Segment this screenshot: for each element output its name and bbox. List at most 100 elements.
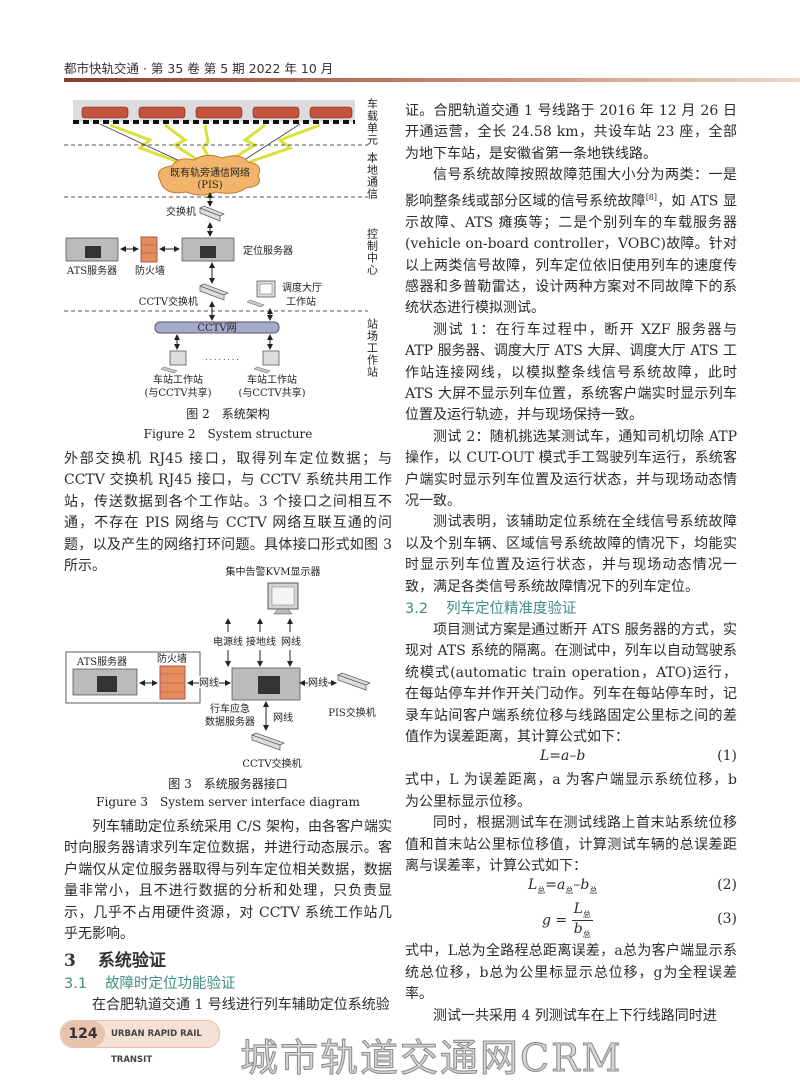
dispatch-workstation-label-sub: 工作站: [286, 295, 316, 308]
positioning-server-label: 定位服务器: [243, 244, 293, 257]
network-line-label: 网线: [308, 676, 328, 689]
pis-cloud: [158, 154, 261, 196]
firewall-icon: [159, 665, 186, 700]
train-icon: [252, 106, 300, 119]
right-paragraph-8: 同时，根据测试车在测试线路上首末站系统位移值和首末站公里标位移值，计算测试车辆的…: [405, 815, 737, 875]
cctv-switch-icon: [251, 732, 285, 751]
station-workstation-label-sub: (与CCTV共享): [239, 386, 306, 399]
station-workstation-label: 车站工作站: [153, 373, 203, 386]
train-icon: [309, 106, 353, 119]
figure-3-caption-en: Figure 3 System server interface diagram: [96, 795, 360, 809]
emergency-data-server-label: 行车应急: [210, 702, 250, 715]
station-workstation-icon: [253, 350, 280, 374]
text: ，如 ATS 显示故障、ATS 瘫痪等；二是个别列车的车载服务器(vehicle…: [405, 193, 737, 317]
eq-symbol: g =: [542, 912, 568, 929]
power-line-label: 电源线: [213, 635, 243, 648]
station-workstation-label-sub: (与CCTV共享): [145, 386, 212, 399]
positioning-server-icon: [181, 237, 235, 262]
network-line-label: 网线: [199, 676, 219, 689]
pis-switch-label: PIS交换机: [328, 706, 376, 719]
citation[interactable]: [8]: [645, 192, 658, 202]
switch-label: 交换机: [166, 205, 196, 218]
network-line-label: 网线: [273, 711, 293, 724]
equation-1: L=a–b (1): [405, 748, 737, 770]
station-workstation-icon: [160, 350, 187, 374]
section-3-heading: 3 系统验证: [64, 949, 392, 973]
right-paragraph-1: 证。合肥轨道交通 1 号线路于 2016 年 12 月 26 日开通运营，全长 …: [405, 103, 737, 162]
train-icons: [81, 106, 353, 119]
equation-number: (1): [717, 748, 737, 765]
zone-label-station-ws: 站场工作站: [366, 317, 379, 378]
pis-cloud-label: 既有轨旁通信网络: [170, 166, 250, 179]
train-icon: [195, 106, 243, 119]
section-number: 3: [64, 951, 76, 972]
cctv-switch-label: CCTV交换机: [139, 295, 198, 308]
eq-symbol: –b: [573, 877, 590, 894]
right-column: 证。合肥轨道交通 1 号线路于 2016 年 12 月 26 日开通运营，全长 …: [405, 101, 737, 1027]
section-title: 列车定位精准度验证: [446, 601, 577, 617]
firewall-label: 防火墙: [135, 264, 165, 277]
figure-2-caption-cn: 图 2 系统架构: [186, 406, 269, 421]
eq-subscript: 总: [565, 886, 574, 896]
right-paragraph-7: 式中，L 为误差距离，a 为客户端显示系统位移，b 为公里标显示位移。: [405, 772, 737, 810]
figure-2-system-structure: 车载单元 本地通信 控制中心 站场工作站 既有轨旁通信网络 (PIS) 交换机 …: [64, 97, 379, 441]
equation-2: L总=a总–b总(2): [405, 877, 737, 901]
eq-subscript: 总: [582, 930, 591, 940]
section-number: 3.1: [64, 976, 88, 993]
ats-server-label: ATS服务器: [76, 655, 127, 668]
right-paragraph-6: 项目测试方案是通过断开 ATS 服务器的方式，实现对 ATS 系统的隔离。在测试…: [405, 622, 737, 746]
figure-2-caption-en: Figure 2 System structure: [144, 427, 313, 441]
right-paragraph-4: 测试 2：随机挑选某测试车，通知司机切除 ATP 操作，以 CUT-OUT 模式…: [405, 428, 737, 509]
firewall-label: 防火墙: [157, 652, 187, 665]
station-workstation-label: 车站工作站: [247, 373, 297, 386]
firewall-icon: [140, 236, 158, 263]
cctv-network-label: CCTV网: [197, 322, 236, 334]
page-footer: 124 URBAN RAPID RAIL TRANSIT: [60, 1020, 220, 1065]
ats-server-icon: [72, 668, 138, 696]
header-rule: [64, 78, 800, 82]
right-paragraph-9: 式中，L总为全路程总距离误差，a总为客户端显示系统总位移，b总为公里标显示总位移…: [405, 943, 737, 1003]
zone-label-control-center: 控制中心: [366, 227, 379, 276]
watermark: 城市轨道交通网CRM: [240, 1036, 623, 1081]
kvm-display-label: 集中告警KVM显示器: [226, 565, 321, 578]
zone-label-local-comm: 本地通信: [366, 151, 379, 200]
switch-icon: [199, 205, 225, 222]
network-line-label: 网线: [281, 635, 301, 648]
right-paragraph-3: 测试 1：在行车过程中，断开 XZF 服务器与 ATP 服务器、调度大厅 ATS…: [405, 321, 737, 424]
ats-server-label: ATS服务器: [66, 264, 117, 277]
journal-name-en: URBAN RAPID RAIL TRANSIT: [111, 1029, 202, 1065]
cctv-switch-label: CCTV交换机: [242, 757, 301, 770]
figure-3-server-interface: 集中告警KVM显示器 电源线 接地线 网线 ATS服务器 防火墙 网线 网线 P…: [65, 565, 376, 809]
right-paragraph-2: 信号系统故障按照故障范围大小分为两类：一是影响整条线或部分区域的信号系统故障[8…: [405, 165, 737, 320]
equation-body: L=a–b: [540, 748, 586, 765]
pis-cloud-label-sub: (PIS): [197, 180, 222, 191]
ats-server-icon: [65, 237, 119, 262]
equation-number: (3): [717, 911, 737, 928]
left-paragraph-1: 外部交换机 RJ45 接口，取得列车定位数据；与 CCTV 交换机 RJ45 接…: [64, 451, 392, 575]
train-icon: [138, 106, 186, 119]
left-column-upper: 外部交换机 RJ45 接口，取得列车定位数据；与 CCTV 交换机 RJ45 接…: [64, 449, 392, 577]
eq-subscript: 总: [589, 886, 598, 896]
zone-dividers: [64, 144, 368, 312]
emergency-data-server-label-sub: 数据服务器: [205, 715, 255, 728]
figure-3-caption-cn: 图 3 系统服务器接口: [168, 776, 287, 791]
left-column-lower: 列车辅助定位系统采用 C/S 架构，由各客户端实时向服务器请求列车定位数据，并进…: [64, 817, 392, 1017]
section-title: 系统验证: [97, 951, 166, 972]
eq-numerator: L: [573, 901, 583, 918]
eq-denominator: b: [573, 921, 583, 938]
right-paragraph-10: 测试一共采用 4 列测试车在上下行线路同时进: [433, 1007, 717, 1024]
dispatch-workstation-icon: [246, 280, 276, 308]
right-paragraph-5: 测试表明，该辅助定位系统在全线信号系统故障以及个别车辆、区域信号系统故障的情况下…: [405, 514, 737, 595]
train-icon: [81, 106, 129, 119]
running-header: 都市快轨交通 · 第 35 卷 第 5 期 2022 年 10 月: [64, 61, 334, 76]
page-number: 124: [61, 1021, 105, 1047]
eq-symbol: =a: [545, 877, 566, 894]
emergency-data-server-icon: [231, 667, 301, 701]
text: 信号系统故障按照故障范围大小分为两类：一是影响整条线或部分区域的信号系统故障: [405, 167, 737, 210]
cctv-switch-icon: [199, 283, 229, 301]
ellipsis-dots: · · · · · · · ·: [205, 356, 238, 364]
eq-subscript: 总: [582, 910, 591, 920]
